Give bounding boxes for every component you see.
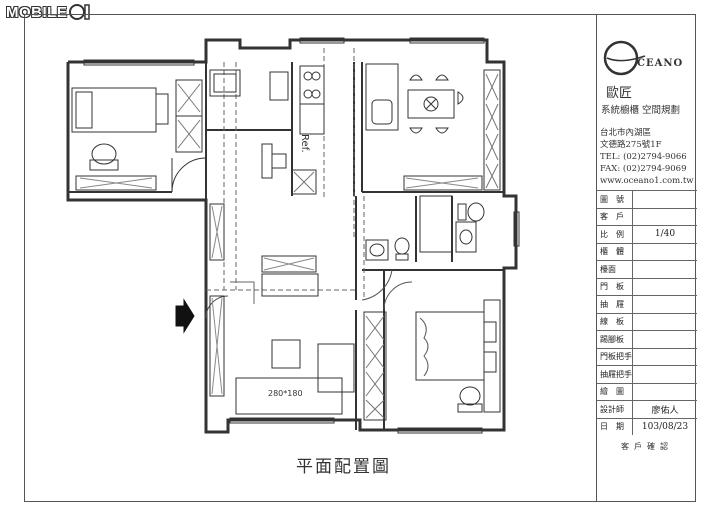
living-room — [205, 203, 355, 415]
client-approval-label: 客戶確認 — [621, 442, 673, 451]
company-name: 歐匠 — [606, 86, 633, 101]
website: www.oceano1.com.tw — [600, 176, 694, 186]
row-label: 抽屜把手 — [597, 365, 633, 383]
row-label: 設計師 — [597, 400, 633, 418]
watermark-01-icon — [69, 4, 91, 20]
oceano-logo-icon: CEANO — [603, 40, 683, 76]
table-row: 設計師廖佑人 — [597, 400, 697, 418]
row-label: 比 例 — [597, 225, 633, 243]
address-line-1: 台北市內湖區 — [600, 128, 652, 138]
bedroom-2 — [363, 281, 501, 421]
scale-value: 1/40 — [632, 225, 697, 243]
bathroom — [361, 195, 485, 301]
tel: TEL: (02)2794-9066 — [600, 152, 687, 162]
table-row: 門 板 — [597, 277, 697, 296]
row-value — [632, 330, 697, 348]
interior-walls — [68, 62, 504, 430]
row-label: 門板把手 — [597, 347, 633, 366]
row-value — [632, 207, 697, 226]
row-value — [632, 242, 697, 261]
row-label: 繪 圖 — [597, 382, 633, 401]
outer-walls — [66, 38, 518, 434]
title-block: CEANO 歐匠 系統櫥櫃 空間規劃 台北市內湖區 文德路275號1F TEL:… — [596, 14, 697, 502]
row-label: 櫃 體 — [597, 242, 633, 261]
table-row: 圖 號 — [597, 190, 697, 208]
row-value — [632, 190, 697, 208]
row-value — [632, 382, 697, 401]
company-info: 台北市內湖區 文德路275號1F TEL: (02)2794-9066 FAX:… — [600, 127, 694, 187]
row-label: 檯面 — [597, 260, 633, 278]
row-label: 客 戶 — [597, 207, 633, 226]
watermark-text: MOBILE — [6, 3, 68, 21]
table-row: 抽屜把手 — [597, 365, 697, 383]
table-row: 抽 屜 — [597, 295, 697, 313]
windows — [83, 37, 520, 434]
bed-size-label: 280*180 — [268, 389, 303, 398]
row-value — [632, 295, 697, 313]
address-line-2: 文德路275號1F — [600, 140, 662, 150]
table-row: 線 板 — [597, 312, 697, 331]
logo-text: CEANO — [637, 58, 683, 69]
date-value: 103/08/23 — [632, 417, 697, 435]
floor-plan: Ref. 280*180 — [66, 37, 520, 434]
dining-room — [365, 63, 501, 191]
row-value — [632, 312, 697, 331]
table-row: 客 戶 — [597, 207, 697, 226]
row-value — [632, 277, 697, 296]
row-label: 日 期 — [597, 417, 633, 435]
row-value — [632, 365, 697, 383]
row-label: 線 板 — [597, 312, 633, 331]
kitchen — [209, 65, 325, 195]
row-value — [632, 347, 697, 366]
table-row: 檯面 — [597, 260, 697, 278]
company-slogan: 系統櫥櫃 空間規劃 — [601, 105, 681, 116]
fridge-label: Ref. — [299, 134, 310, 153]
bedroom-1 — [71, 79, 207, 193]
fax: FAX: (02)2794-9069 — [600, 164, 687, 174]
row-label: 門 板 — [597, 277, 633, 296]
table-row: 繪 圖 — [597, 382, 697, 401]
entry-arrow-icon — [175, 298, 195, 334]
table-row: 門板把手 — [597, 347, 697, 366]
row-label: 圖 號 — [597, 190, 633, 208]
plan-title: 平面配置圖 — [296, 457, 391, 477]
table-row: 櫃 體 — [597, 242, 697, 261]
dashed-guides — [206, 48, 365, 300]
row-label: 抽 屜 — [597, 295, 633, 313]
watermark-logo: MOBILE — [6, 2, 93, 22]
table-row: 踢腳板 — [597, 330, 697, 348]
row-label: 踢腳板 — [597, 330, 633, 348]
row-value — [632, 260, 697, 278]
designer-value: 廖佑人 — [632, 400, 697, 418]
